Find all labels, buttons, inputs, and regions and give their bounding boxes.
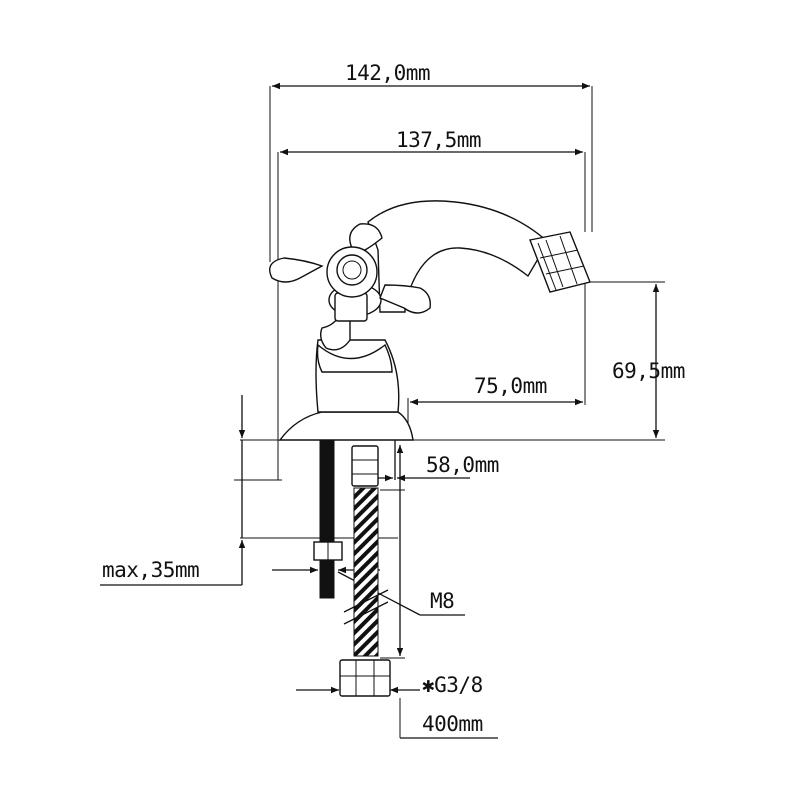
faucet-spout [367,200,549,313]
label-spout-reach: 75,0mm [474,374,547,398]
faucet-drawing [269,200,591,441]
label-body-width: 137,5mm [396,128,481,152]
faucet-base [278,411,414,441]
cross-handle [269,223,431,351]
hose-fitting-g38 [339,659,391,697]
braided-hose [353,487,379,657]
leader-m8 [337,571,421,616]
label-hose-length: 400mm [422,712,483,736]
dimension-labels: 142,0mm 137,5mm 69,5mm 75,0mm 58,0mm max… [102,61,685,736]
under-deck-parts [300,439,398,697]
label-overall-width: 142,0mm [345,61,430,85]
hose-fitting-top [351,445,379,487]
extension-lines [234,86,665,738]
label-stud-thread: M8 [430,589,454,613]
label-base-diameter: 58,0mm [426,453,499,477]
label-hose-thread: ✱G3/8 [422,673,483,697]
label-max-thickness: max,35mm [102,558,199,582]
dimension-lines [100,82,660,739]
mounting-stud [319,439,335,599]
aerator [529,231,591,293]
label-spout-height: 69,5mm [612,359,685,383]
